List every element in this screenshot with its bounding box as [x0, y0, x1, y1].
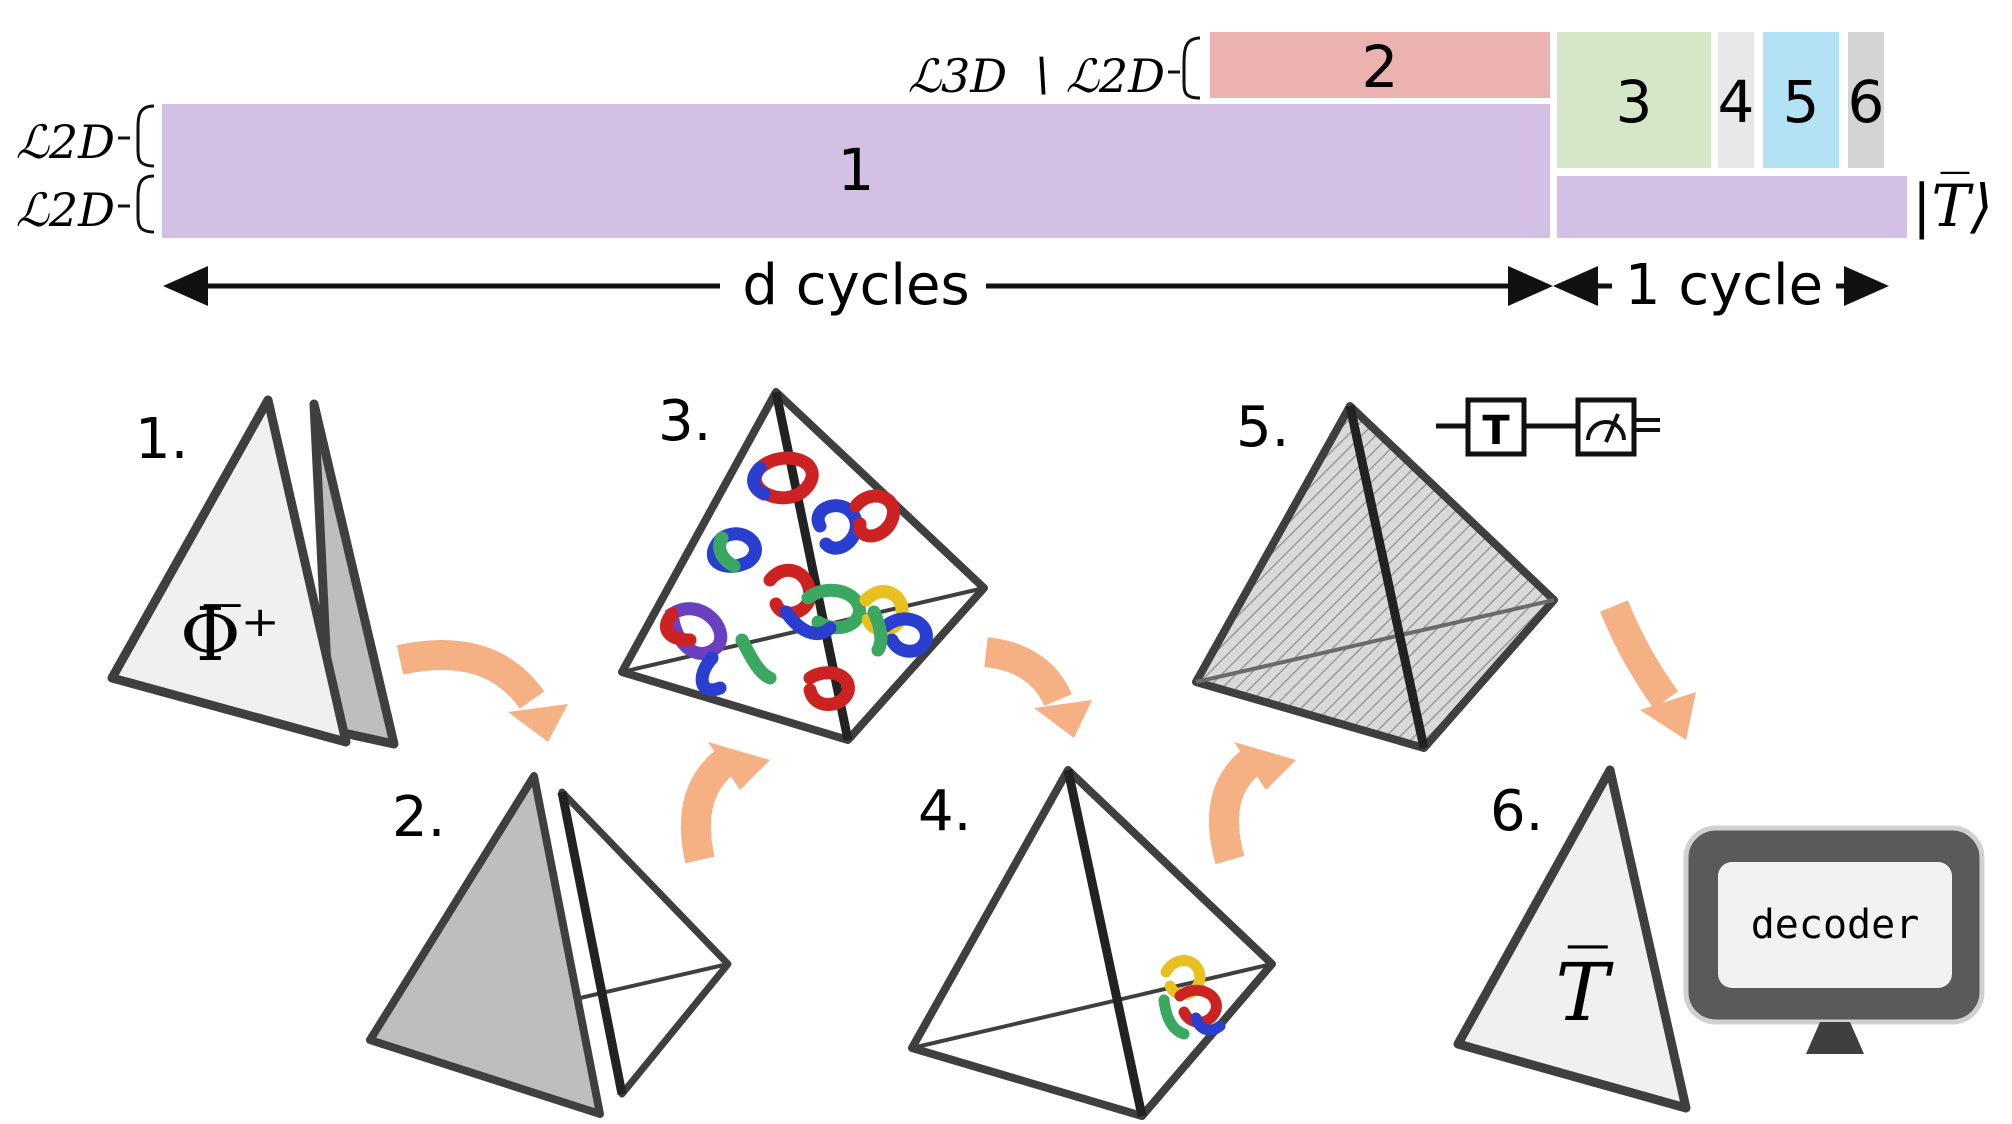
- triangle-front: [107, 395, 351, 747]
- flow-arrows: [396, 600, 1696, 865]
- final-triangle: [1453, 765, 1691, 1113]
- svg-text:ℒ3D ∖ ℒ2D: ℒ3D ∖ ℒ2D: [908, 49, 1165, 103]
- open-tetra-front: [366, 772, 604, 1118]
- d-cycles-label: d cycles: [742, 253, 969, 318]
- timeline-block-tail: [1557, 176, 1907, 238]
- step-1-label: 1.: [135, 407, 188, 472]
- triangle-back: [309, 399, 399, 749]
- timeline-block-5-label: 5: [1783, 68, 1820, 136]
- timeline-block-2: [1210, 32, 1550, 98]
- timeline-block-6: [1848, 32, 1884, 168]
- row-label-l2d-top: ℒ2D: [16, 104, 155, 169]
- timeline-block-2-label: 2: [1362, 33, 1399, 101]
- arrow-5-to-6: [1600, 600, 1696, 740]
- step-4-label: 4.: [918, 779, 971, 844]
- step-5-label: 5.: [1236, 395, 1289, 460]
- timeline-block-6-label: 6: [1848, 68, 1885, 136]
- step-6-label: 6.: [1490, 779, 1543, 844]
- timeline-block-3-label: 3: [1616, 68, 1653, 136]
- timeline-block-4: [1718, 32, 1754, 168]
- step-2: 2.: [366, 772, 732, 1118]
- phi-plus-state: Φ̅⁺: [180, 592, 280, 678]
- timeline: ℒ3D ∖ ℒ2D ℒ2D ℒ2D 1 2 3 4 5 6 |T̅⟩ d: [16, 32, 1993, 318]
- measurement-gate: [1575, 397, 1637, 457]
- arrow-4-to-5: [1209, 742, 1296, 865]
- row-label-l2d-bottom: ℒ2D: [16, 174, 155, 237]
- svg-text:ℒ2D: ℒ2D: [16, 115, 115, 169]
- row-label-l3d-minus-l2d: ℒ3D ∖ ℒ2D: [908, 36, 1201, 103]
- timeline-block-3: [1557, 32, 1711, 168]
- t-state-label: |T̅⟩: [1912, 170, 1993, 240]
- timeline-block-1: [162, 104, 1550, 238]
- residual-loop: [1158, 955, 1226, 1040]
- step-2-label: 2.: [392, 785, 445, 850]
- t-bar-state: T̅: [1555, 943, 1614, 1039]
- monitor-stand: [1806, 1022, 1864, 1054]
- arrow-1-to-2: [396, 640, 568, 742]
- measurement-circuit: T: [1436, 397, 1660, 457]
- step-4: 4.: [908, 766, 1276, 1120]
- decoder-monitor: decoder: [1683, 825, 1985, 1054]
- timeline-block-1-label: 1: [838, 136, 875, 204]
- one-cycle-label: 1 cycle: [1625, 253, 1823, 318]
- step-3: 3.: [618, 388, 988, 744]
- timeline-block-5: [1763, 32, 1839, 168]
- step-1: 1. Φ̅⁺: [107, 395, 399, 749]
- one-cycle-arrow: 1 cycle: [1553, 253, 1889, 318]
- arrow-3-to-4: [983, 637, 1092, 738]
- d-cycles-arrow: d cycles: [163, 253, 1553, 318]
- timeline-block-4-label: 4: [1718, 68, 1755, 136]
- error-loops: [660, 451, 933, 711]
- arrow-2-to-3: [680, 742, 770, 864]
- step-6: 6. T̅: [1453, 765, 1691, 1113]
- step-3-label: 3.: [658, 389, 711, 454]
- t-gate-label: T: [1482, 408, 1510, 454]
- svg-text:ℒ2D: ℒ2D: [16, 183, 115, 237]
- meter-icon: [1586, 420, 1626, 441]
- decoder-label: decoder: [1751, 902, 1920, 948]
- step-5: 5. T: [1192, 395, 1660, 752]
